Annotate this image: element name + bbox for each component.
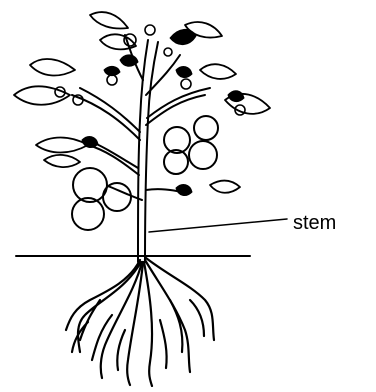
stem-label: stem: [293, 212, 336, 235]
flower: [107, 75, 117, 85]
fruit: [103, 183, 131, 211]
flower: [145, 25, 155, 35]
fruit: [189, 141, 217, 169]
main-stem: [138, 40, 158, 262]
flower-cluster: [176, 67, 192, 78]
fruit: [194, 116, 218, 140]
flower-cluster: [82, 137, 98, 148]
leaf: [100, 34, 136, 49]
flower-cluster: [176, 185, 192, 196]
leaf: [200, 64, 236, 79]
leaf: [36, 138, 88, 153]
flower-cluster: [228, 91, 244, 102]
flower: [164, 48, 172, 56]
leaf: [44, 155, 80, 167]
flower-cluster: [170, 29, 196, 44]
fruit: [73, 168, 107, 202]
leaf: [210, 181, 240, 193]
leaf: [30, 59, 75, 76]
roots: [66, 258, 214, 386]
flower: [181, 79, 191, 89]
stem-pointer-line: [149, 219, 287, 232]
leaves: [14, 12, 270, 193]
leaf: [90, 12, 128, 28]
flower-cluster: [120, 55, 138, 66]
leaf: [14, 86, 70, 104]
